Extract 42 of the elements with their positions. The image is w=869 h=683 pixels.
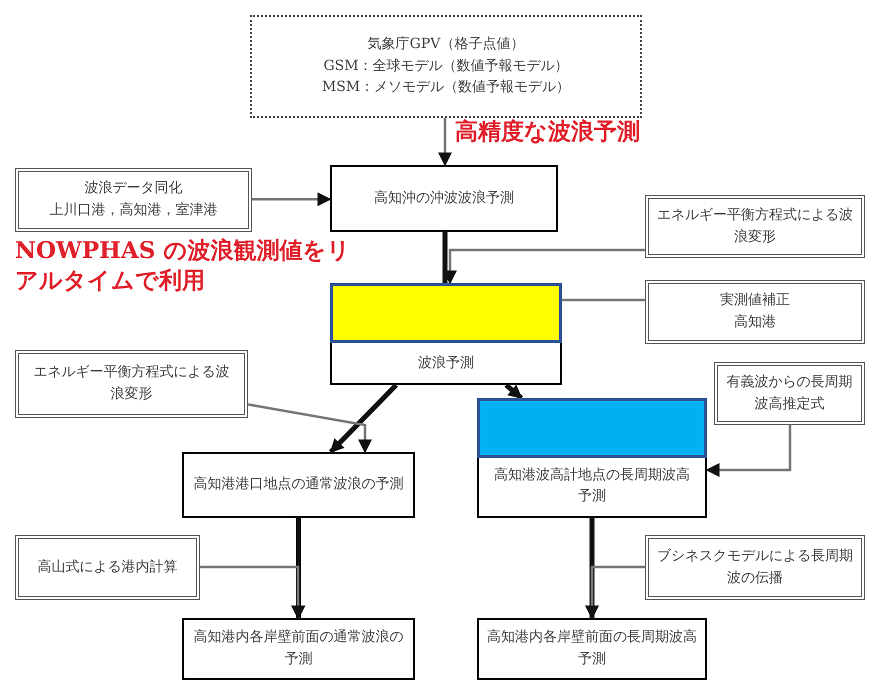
input-box — [645, 280, 865, 344]
source-box — [250, 15, 642, 118]
process-box — [182, 618, 415, 680]
input-arrow — [585, 566, 645, 620]
input-arrow — [438, 118, 452, 166]
box-text: エネルギー平衡方程式による波浪変形 — [657, 206, 853, 246]
box-text: 有義波からの長周期波高推定式 — [726, 372, 853, 414]
box-text: 波浪予測 — [418, 354, 474, 374]
box-text: 実測値補正 — [720, 291, 790, 310]
process-box — [330, 165, 558, 232]
box-text: 高知沖の沖波波浪予測 — [374, 188, 514, 208]
process-box — [477, 398, 707, 518]
box-text: 波浪データ同化 — [84, 179, 182, 198]
box-text: 上川口港，高知港，室津港 — [50, 201, 218, 220]
input-arrow — [252, 192, 332, 206]
box-text: 気象庁GPV（格子点値） — [368, 34, 524, 54]
box-text: GSM：全球モデル（数値予報モデル） — [323, 56, 569, 76]
input-arrow — [248, 403, 372, 454]
process-box — [330, 283, 562, 385]
input-box — [15, 350, 248, 418]
input-box — [714, 362, 865, 425]
process-box — [182, 452, 415, 518]
annotation-text: NOWPHAS の波浪観測値をリアルタイムで利用 — [15, 236, 352, 296]
box-text: MSM：メソモデル（数値予報モデル） — [322, 78, 570, 98]
box-text: 高知港波高計地点の長周期波高予測 — [493, 466, 691, 506]
box-text: ブシネスクモデルによる長周期波の伝播 — [657, 546, 853, 588]
flow-line — [504, 383, 523, 400]
input-box — [645, 535, 865, 600]
flow-line — [442, 232, 448, 283]
process-box — [477, 618, 707, 680]
box-text: 高知港港口地点の通常波浪の予測 — [194, 475, 404, 494]
flow-line — [328, 383, 398, 454]
input-box — [15, 535, 200, 600]
box-text: 高知港内各岸壁前面の長周期波高予測 — [487, 628, 697, 669]
input-arrow — [706, 425, 792, 477]
box-text: 高知港 — [734, 313, 776, 332]
box-text: 高知港内各岸壁前面の通常波浪の予測 — [192, 628, 404, 669]
input-box — [15, 168, 252, 232]
box-text: エネルギー平衡方程式による波浪変形 — [32, 363, 230, 404]
box-text: 高山式による港内計算 — [38, 558, 178, 577]
annotation-text: 高精度な波浪予測 — [455, 117, 641, 147]
input-box — [645, 195, 865, 258]
